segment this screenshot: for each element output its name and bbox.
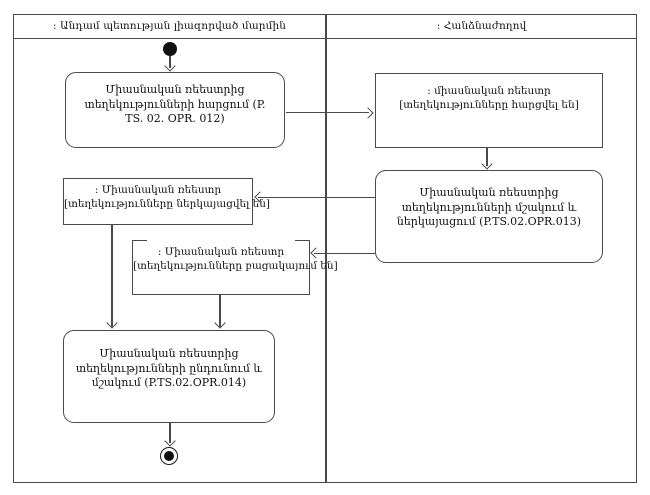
initial-node [163, 42, 177, 56]
final-node [160, 447, 178, 465]
lane-header-label: : Հանձնաժողով [436, 20, 527, 32]
final-node-dot [164, 451, 174, 461]
object-name: : Միասնական ռեեստր [157, 246, 285, 258]
lane-header-authorized-body: : Անդամ պետության լիազորված մարմին [14, 14, 325, 38]
object-node-requested: : միասնական ռեեստր [տեղեկությունները հար… [375, 73, 603, 148]
activity-node-process: Միասնական ռեեստրից տեղեկությունների մշակ… [375, 170, 603, 263]
object-name: : Միասնական ռեեստր [94, 184, 222, 196]
edge-process-to-presented [258, 196, 375, 198]
bracket-corner-left [132, 240, 147, 242]
activity-label: Միասնական ռեեստրից տեղեկությունների մշակ… [396, 186, 582, 229]
bracket-corner-right [295, 240, 310, 242]
edge-initial-to-request [169, 56, 171, 68]
lane-divider [325, 14, 327, 482]
edge-request-to-requested [286, 112, 369, 114]
lane-header-label: : Անդամ պետության լիազորված մարմին [52, 20, 287, 32]
object-name: : միասնական ռեեստր [427, 85, 551, 97]
edge-presented-to-receive [111, 225, 113, 327]
edge-receive-to-final [169, 423, 171, 443]
object-node-missing: : Միասնական ռեեստր [տեղեկությունները բաց… [132, 240, 338, 295]
activity-node-request: Միասնական ռեեստրից տեղեկությունների հարց… [65, 72, 285, 148]
object-state: [տեղեկությունները ներկայացվել են] [64, 198, 271, 211]
activity-label: Միասնական ռեեստրից տեղեկությունների ընդո… [75, 347, 263, 390]
edge-process-to-missing [314, 252, 375, 254]
activity-node-receive: Միասնական ռեեստրից տեղեկությունների ընդո… [63, 330, 275, 423]
object-state: [տեղեկությունները բացակայում են] [133, 260, 338, 273]
edge-requested-to-process [486, 148, 488, 166]
object-node-presented: : Միասնական ռեեստր [տեղեկությունները ներ… [63, 178, 271, 225]
lane-header-commission: : Հանձնաժողով [327, 14, 636, 38]
object-state: [տեղեկությունները հարցվել են] [399, 99, 579, 112]
activity-label: Միասնական ռեեստրից տեղեկությունների հարց… [84, 83, 266, 126]
edge-missing-to-receive [219, 295, 221, 327]
